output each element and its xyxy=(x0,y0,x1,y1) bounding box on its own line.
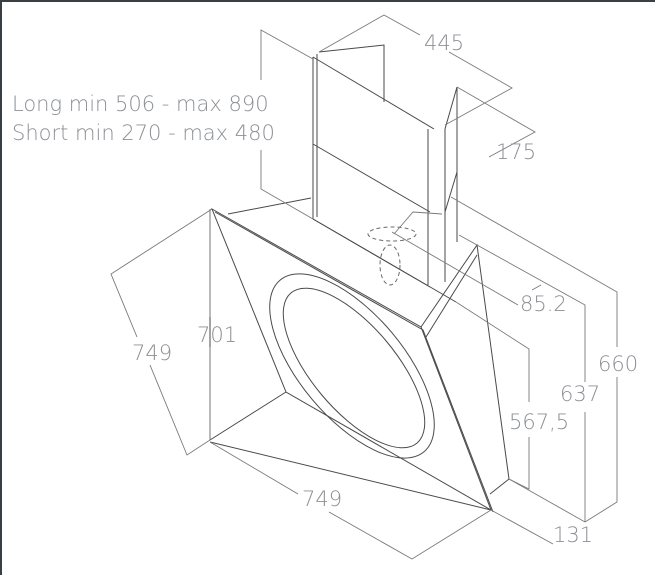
dim-width-bottom: 749 xyxy=(302,487,342,511)
dimension-lines xyxy=(110,14,618,560)
filter-outer-ring xyxy=(269,273,435,459)
dim-front-height: 701 xyxy=(197,323,237,347)
filter-inner-ring xyxy=(282,287,426,449)
hood-body xyxy=(209,197,510,513)
dim-depth-bottom: 131 xyxy=(553,523,593,547)
dim-width-side: 749 xyxy=(132,341,172,365)
duct-outlet-top xyxy=(367,226,417,242)
hood-top-edge xyxy=(227,197,312,215)
dim-height-567: 567,5 xyxy=(509,410,569,434)
duct-outlet-back xyxy=(379,244,401,286)
dim-duct-offset: 85.2 xyxy=(520,292,567,316)
dim-height-637: 637 xyxy=(560,382,600,406)
dim-chimney-depth: 175 xyxy=(496,140,536,164)
dim-total-height: 660 xyxy=(598,352,638,376)
chimney xyxy=(312,44,458,288)
glass-front-panel xyxy=(211,207,492,512)
chimney-long-note: Long min 506 - max 890 xyxy=(12,92,269,116)
chimney-joint xyxy=(312,143,431,213)
dim-chimney-width: 445 xyxy=(424,31,464,55)
hood-side-panel xyxy=(420,243,510,495)
chimney-short-note: Short min 270 - max 480 xyxy=(12,121,275,145)
hood-bottom-edge xyxy=(209,441,492,511)
